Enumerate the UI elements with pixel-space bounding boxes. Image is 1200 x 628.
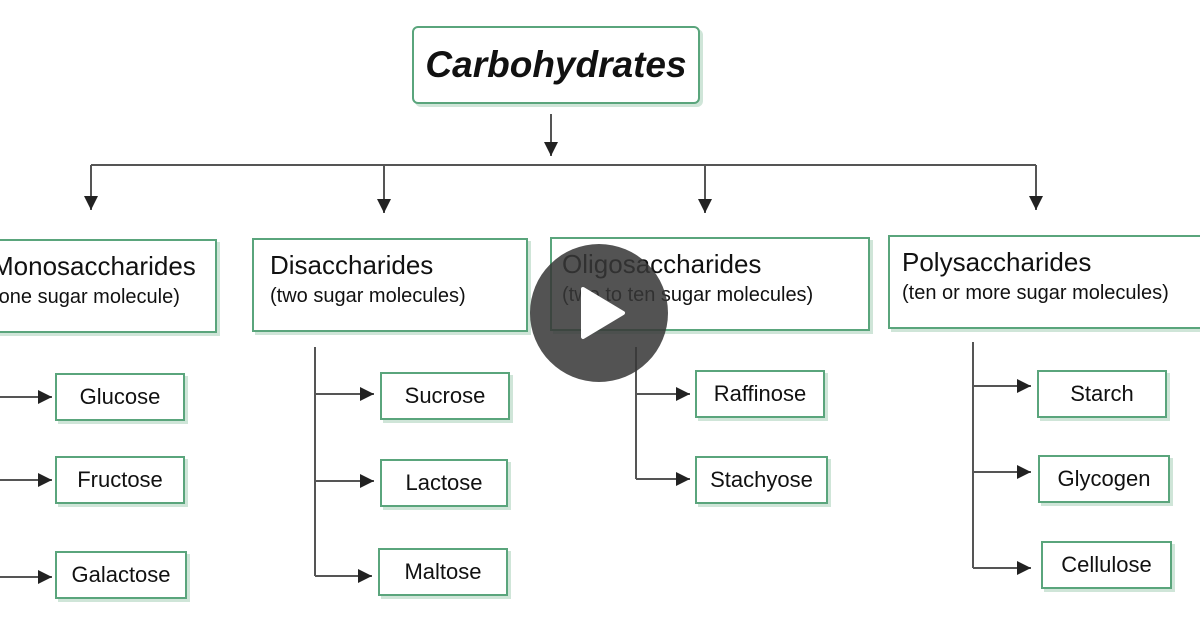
leaf-label: Maltose: [404, 559, 482, 584]
leaf-node: Glycogen: [1038, 455, 1170, 503]
leaf-node: Stachyose: [695, 456, 828, 504]
category-polysaccharides: Polysaccharides (ten or more sugar molec…: [888, 235, 1200, 329]
category-subtitle: (two sugar molecules): [270, 285, 466, 307]
category-title: Monosaccharides: [0, 251, 196, 281]
leaf-label: Lactose: [405, 470, 483, 495]
leaf-label: Raffinose: [713, 381, 807, 406]
leaf-label: Glycogen: [1057, 466, 1151, 491]
root-node: Carbohydrates: [412, 26, 700, 104]
play-icon: [581, 287, 625, 339]
leaf-label: Sucrose: [404, 383, 486, 408]
leaf-label: Stachyose: [710, 467, 813, 492]
leaf-label: Glucose: [79, 384, 161, 409]
leaf-node: Fructose: [55, 456, 185, 504]
category-monosaccharides: Monosaccharides (one sugar molecule): [0, 239, 217, 333]
leaf-label: Cellulose: [1061, 552, 1152, 577]
play-button[interactable]: [530, 244, 668, 382]
leaf-node: Raffinose: [695, 370, 825, 418]
category-subtitle: (one sugar molecule): [0, 286, 180, 308]
leaf-label: Starch: [1070, 381, 1134, 406]
leaf-label: Fructose: [77, 467, 163, 492]
category-title: Polysaccharides: [902, 247, 1092, 277]
leaf-node: Sucrose: [380, 372, 510, 420]
leaf-node: Starch: [1037, 370, 1167, 418]
leaf-node: Maltose: [378, 548, 508, 596]
category-disaccharides: Disaccharides (two sugar molecules): [252, 238, 528, 332]
leaf-node: Galactose: [55, 551, 187, 599]
category-subtitle: (ten or more sugar molecules): [902, 282, 1169, 304]
leaf-node: Glucose: [55, 373, 185, 421]
leaf-node: Lactose: [380, 459, 508, 507]
category-title: Disaccharides: [270, 250, 434, 280]
leaf-node: Cellulose: [1041, 541, 1172, 589]
leaf-label: Galactose: [71, 562, 171, 587]
root-label: Carbohydrates: [425, 44, 687, 85]
